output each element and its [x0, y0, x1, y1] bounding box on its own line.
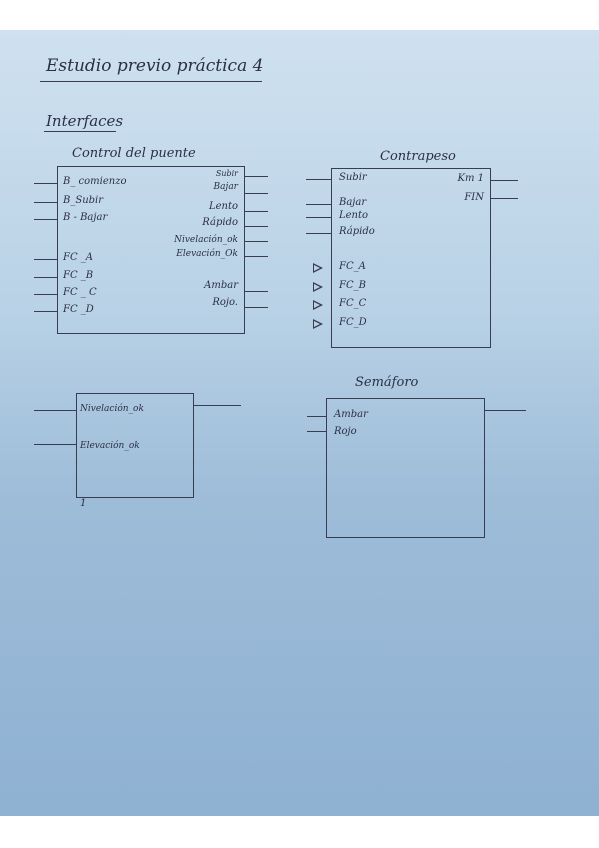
control-output-label: Lento	[208, 201, 238, 212]
rising-edge-icon	[313, 263, 323, 273]
semaforo-block	[326, 398, 485, 538]
control-input-label: B_Subir	[63, 195, 104, 206]
page-number: 1	[80, 498, 87, 509]
block-input-line	[34, 444, 76, 445]
control-input-line	[34, 183, 58, 184]
control-puente-block	[57, 166, 245, 334]
contrapeso-input-line	[306, 233, 331, 234]
control-output-label: Elevación_Ok	[176, 249, 238, 259]
contrapeso-input-label: Subir	[339, 172, 367, 183]
control-input-line	[34, 219, 58, 220]
contrapeso-output-label: Km 1	[457, 173, 485, 184]
notebook-page: Estudio previo práctica 4 Interfaces Con…	[0, 30, 599, 816]
contrapeso-output-line	[490, 198, 518, 199]
control-output-label: Bajar	[213, 182, 238, 192]
control-output-line	[244, 307, 268, 308]
rising-edge-icon	[313, 319, 323, 329]
control-output-line	[244, 211, 268, 212]
control-output-line	[244, 241, 268, 242]
block-input-label: Nivelación_ok	[80, 404, 144, 414]
control-input-label: FC _ C	[63, 287, 97, 298]
control-output-line	[244, 291, 268, 292]
contrapeso-title: Contrapeso	[380, 149, 456, 164]
control-input-label: FC _A	[63, 252, 93, 263]
control-output-label: Subir	[215, 169, 238, 178]
contrapeso-input-line	[306, 204, 331, 205]
page-title: Estudio previo práctica 4	[46, 56, 264, 76]
contrapeso-input-line	[306, 179, 331, 180]
control-output-line	[244, 226, 268, 227]
control-output-label: Nivelación_ok	[174, 235, 238, 245]
control-input-line	[34, 294, 58, 295]
semaforo-input-label: Rojo	[334, 426, 357, 437]
control-output-label: Rápido	[202, 217, 238, 228]
semaforo-output-line	[484, 410, 526, 411]
rising-edge-icon	[313, 300, 323, 310]
control-output-label: Ambar	[204, 280, 238, 291]
contrapeso-input-label: Bajar	[339, 197, 367, 208]
semaforo-input-line	[307, 431, 326, 432]
block-input-line	[34, 410, 76, 411]
control-input-label: B - Bajar	[63, 212, 108, 223]
nivelacion-elevacion-block	[76, 393, 194, 498]
contrapeso-input-label: FC_B	[339, 280, 366, 291]
control-output-label: Rojo.	[212, 297, 238, 308]
block-input-label: Elevación_ok	[80, 441, 140, 451]
contrapeso-output-label: FIN	[464, 192, 484, 203]
control-puente-title: Control del puente	[72, 146, 196, 161]
control-input-line	[34, 311, 58, 312]
control-input-label: FC _D	[63, 304, 94, 315]
contrapeso-input-label: FC_D	[339, 317, 367, 328]
control-input-line	[34, 259, 58, 260]
contrapeso-input-line	[306, 217, 331, 218]
rising-edge-icon	[313, 282, 323, 292]
control-input-line	[34, 277, 58, 278]
control-input-line	[34, 202, 58, 203]
control-output-line	[244, 193, 268, 194]
title-underline	[40, 81, 262, 82]
control-output-line	[244, 176, 268, 177]
control-input-label: B_ comienzo	[63, 176, 127, 187]
contrapeso-input-label: FC_A	[339, 261, 366, 272]
contrapeso-input-label: Rápido	[339, 226, 375, 237]
semaforo-title: Semáforo	[355, 375, 419, 390]
semaforo-input-label: Ambar	[334, 409, 368, 420]
contrapeso-output-line	[490, 180, 518, 181]
contrapeso-input-label: Lento	[339, 210, 369, 221]
section-underline	[44, 131, 116, 132]
semaforo-input-line	[307, 416, 326, 417]
control-output-line	[244, 256, 268, 257]
contrapeso-input-label: FC_C	[339, 298, 367, 309]
block-output-line	[193, 405, 241, 406]
contrapeso-block	[331, 168, 491, 348]
control-input-label: FC _B	[63, 270, 94, 281]
section-heading: Interfaces	[46, 112, 124, 130]
